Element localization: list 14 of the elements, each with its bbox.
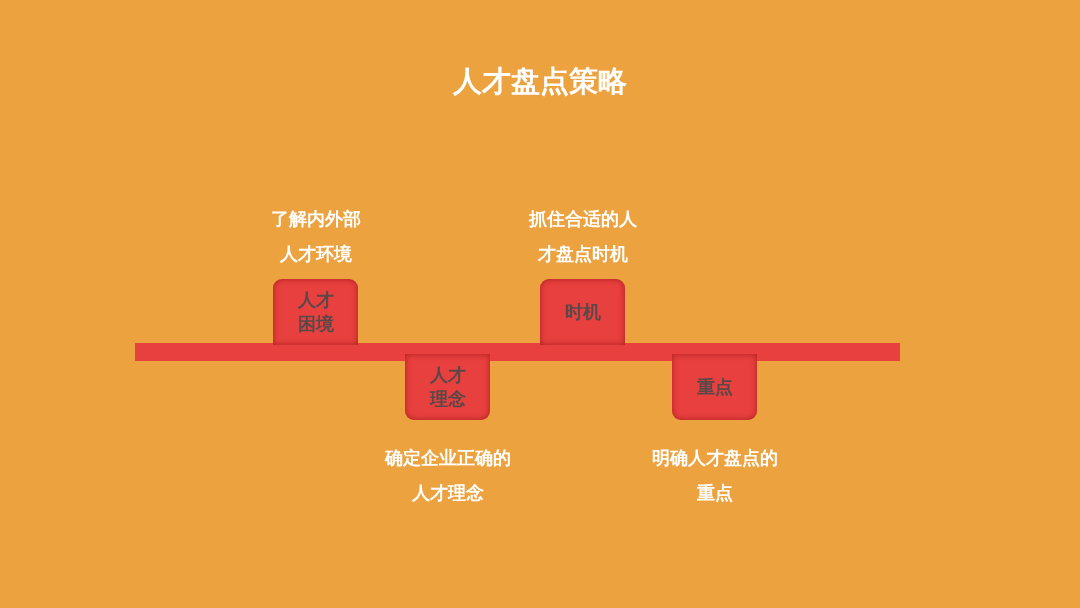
tab-label: 人才困境 bbox=[296, 287, 335, 336]
tab-label: 人才理念 bbox=[428, 362, 467, 411]
tab-box bbox=[405, 354, 490, 420]
caption-text: 了解内外部人才环境 bbox=[269, 207, 362, 266]
tab-box bbox=[540, 279, 625, 345]
tab-box bbox=[672, 354, 757, 420]
tab-label: 时机 bbox=[563, 299, 602, 324]
tab-box bbox=[273, 279, 358, 345]
title: 人才盘点策略 bbox=[452, 63, 628, 100]
tab-label: 重点 bbox=[695, 374, 734, 399]
timeline-band bbox=[135, 343, 900, 361]
caption-text: 明确人才盘点的重点 bbox=[650, 446, 779, 505]
caption-text: 确定企业正确的人才理念 bbox=[383, 446, 512, 505]
caption-text: 抓住合适的人才盘点时机 bbox=[527, 207, 638, 266]
